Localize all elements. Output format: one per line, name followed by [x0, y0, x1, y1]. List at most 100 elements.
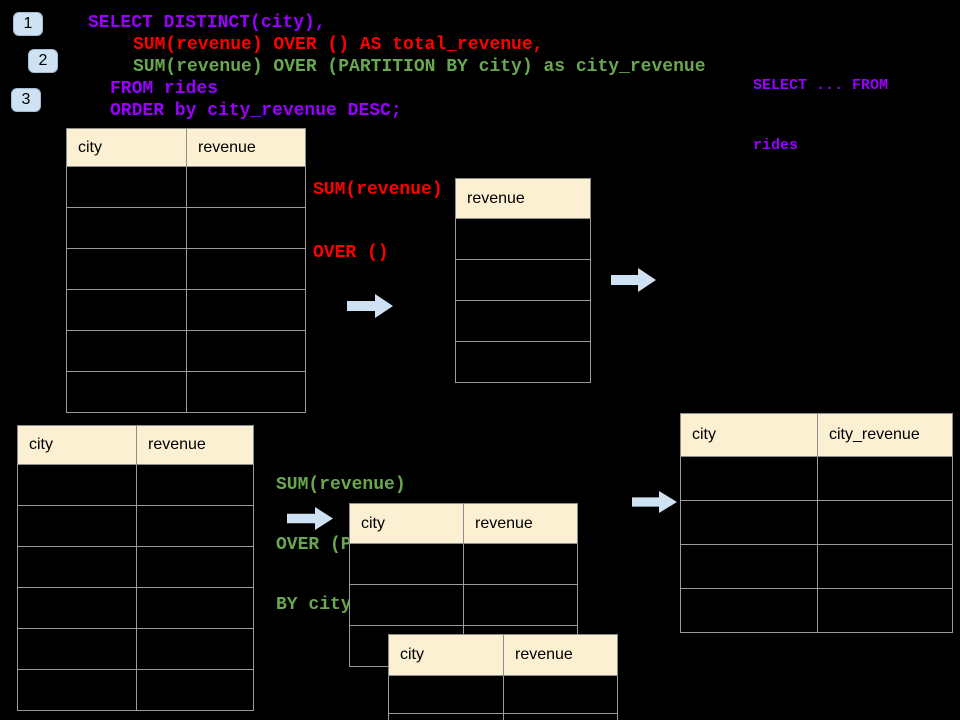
- table-row: [455, 300, 591, 342]
- table-row: [66, 330, 306, 372]
- table-cell: [349, 584, 464, 626]
- table-row: [455, 218, 591, 260]
- table-cell: [186, 289, 306, 331]
- table-cell: [66, 166, 187, 208]
- table-cell: [136, 587, 254, 629]
- table-cell: [817, 456, 953, 501]
- table-cell: [388, 713, 504, 720]
- table-total-revenue-result: revenue: [455, 178, 591, 383]
- table-row: [388, 713, 618, 720]
- table-cell: [680, 500, 818, 545]
- table-cell: [66, 330, 187, 372]
- table-row: [680, 456, 953, 501]
- table-row: [680, 544, 953, 589]
- column-header: city_revenue: [817, 413, 953, 457]
- table-cell: [463, 584, 578, 626]
- table-cell: [186, 207, 306, 249]
- table-cell: [680, 456, 818, 501]
- table-row: [17, 628, 254, 670]
- table-cell: [455, 341, 591, 383]
- table-row: [66, 207, 306, 249]
- partition-window-line-3: BY city): [276, 595, 363, 615]
- total-window-line-2: OVER (): [313, 243, 389, 263]
- table-row: [66, 248, 306, 290]
- arrow-right-icon: [347, 294, 393, 318]
- table-cell: [186, 330, 306, 372]
- table-cell: [680, 588, 818, 633]
- column-header: revenue: [186, 128, 306, 167]
- table-cell: [136, 464, 254, 506]
- table-row: [455, 259, 591, 301]
- table-cell: [17, 546, 137, 588]
- total-window-annotation: SUM(revenue) OVER (): [313, 138, 443, 306]
- table-row: [17, 505, 254, 547]
- table-cell: [817, 588, 953, 633]
- table-cell: [349, 543, 464, 585]
- column-header: city: [680, 413, 818, 457]
- step-badge-3: 3: [11, 88, 41, 112]
- table-row: [66, 371, 306, 413]
- table-cell: [463, 543, 578, 585]
- sql-line-city-revenue: SUM(revenue) OVER (PARTITION BY city) as…: [133, 57, 706, 77]
- step-badge-2: 2: [28, 49, 58, 73]
- column-header: revenue: [463, 503, 578, 544]
- table-row: [349, 584, 578, 626]
- table-row: [680, 500, 953, 545]
- sql-line-from: FROM rides: [110, 79, 219, 99]
- sql-line-order-by: ORDER by city_revenue DESC;: [110, 101, 402, 121]
- table-cell: [680, 544, 818, 589]
- table-row: [66, 166, 306, 208]
- table-row: [455, 341, 591, 383]
- table-cell: [186, 371, 306, 413]
- table-cell: [66, 289, 187, 331]
- from-clause-annotation: SELECT ... FROM rides: [753, 36, 888, 196]
- table-cell: [186, 166, 306, 208]
- table-cell: [136, 669, 254, 711]
- column-header: city: [17, 425, 137, 465]
- table-cell: [186, 248, 306, 290]
- column-header: city: [388, 634, 504, 676]
- table-row: [388, 675, 618, 714]
- total-window-line-1: SUM(revenue): [313, 180, 443, 200]
- column-header: city: [66, 128, 187, 167]
- partition-window-line-1: SUM(revenue): [276, 475, 406, 495]
- table-row: [17, 464, 254, 506]
- table-cell: [817, 500, 953, 545]
- table-cell: [17, 669, 137, 711]
- table-cell: [388, 675, 504, 714]
- arrow-right-icon: [611, 268, 656, 292]
- column-header: revenue: [503, 634, 618, 676]
- column-header: city: [349, 503, 464, 544]
- from-clause-line-2: rides: [753, 137, 799, 154]
- table-cell: [17, 587, 137, 629]
- table-cell: [455, 300, 591, 342]
- table-row: [17, 546, 254, 588]
- table-cell: [66, 248, 187, 290]
- arrow-right-icon: [287, 507, 333, 530]
- table-cell: [503, 713, 618, 720]
- table-cell: [455, 218, 591, 260]
- table-cell: [17, 505, 137, 547]
- table-cell: [17, 628, 137, 670]
- step-badge-1: 1: [13, 12, 43, 36]
- table-cell: [66, 371, 187, 413]
- from-clause-line-1: SELECT ... FROM: [753, 77, 889, 94]
- table-row: [66, 289, 306, 331]
- table-row: [17, 669, 254, 711]
- arrow-right-icon: [632, 491, 677, 513]
- table-cell: [136, 546, 254, 588]
- table-cell: [136, 628, 254, 670]
- sql-line-total-revenue: SUM(revenue) OVER () AS total_revenue,: [133, 35, 544, 55]
- table-row: [17, 587, 254, 629]
- table-cell: [66, 207, 187, 249]
- table-cell: [17, 464, 137, 506]
- table-cell: [503, 675, 618, 714]
- column-header: revenue: [455, 178, 591, 219]
- table-cell: [136, 505, 254, 547]
